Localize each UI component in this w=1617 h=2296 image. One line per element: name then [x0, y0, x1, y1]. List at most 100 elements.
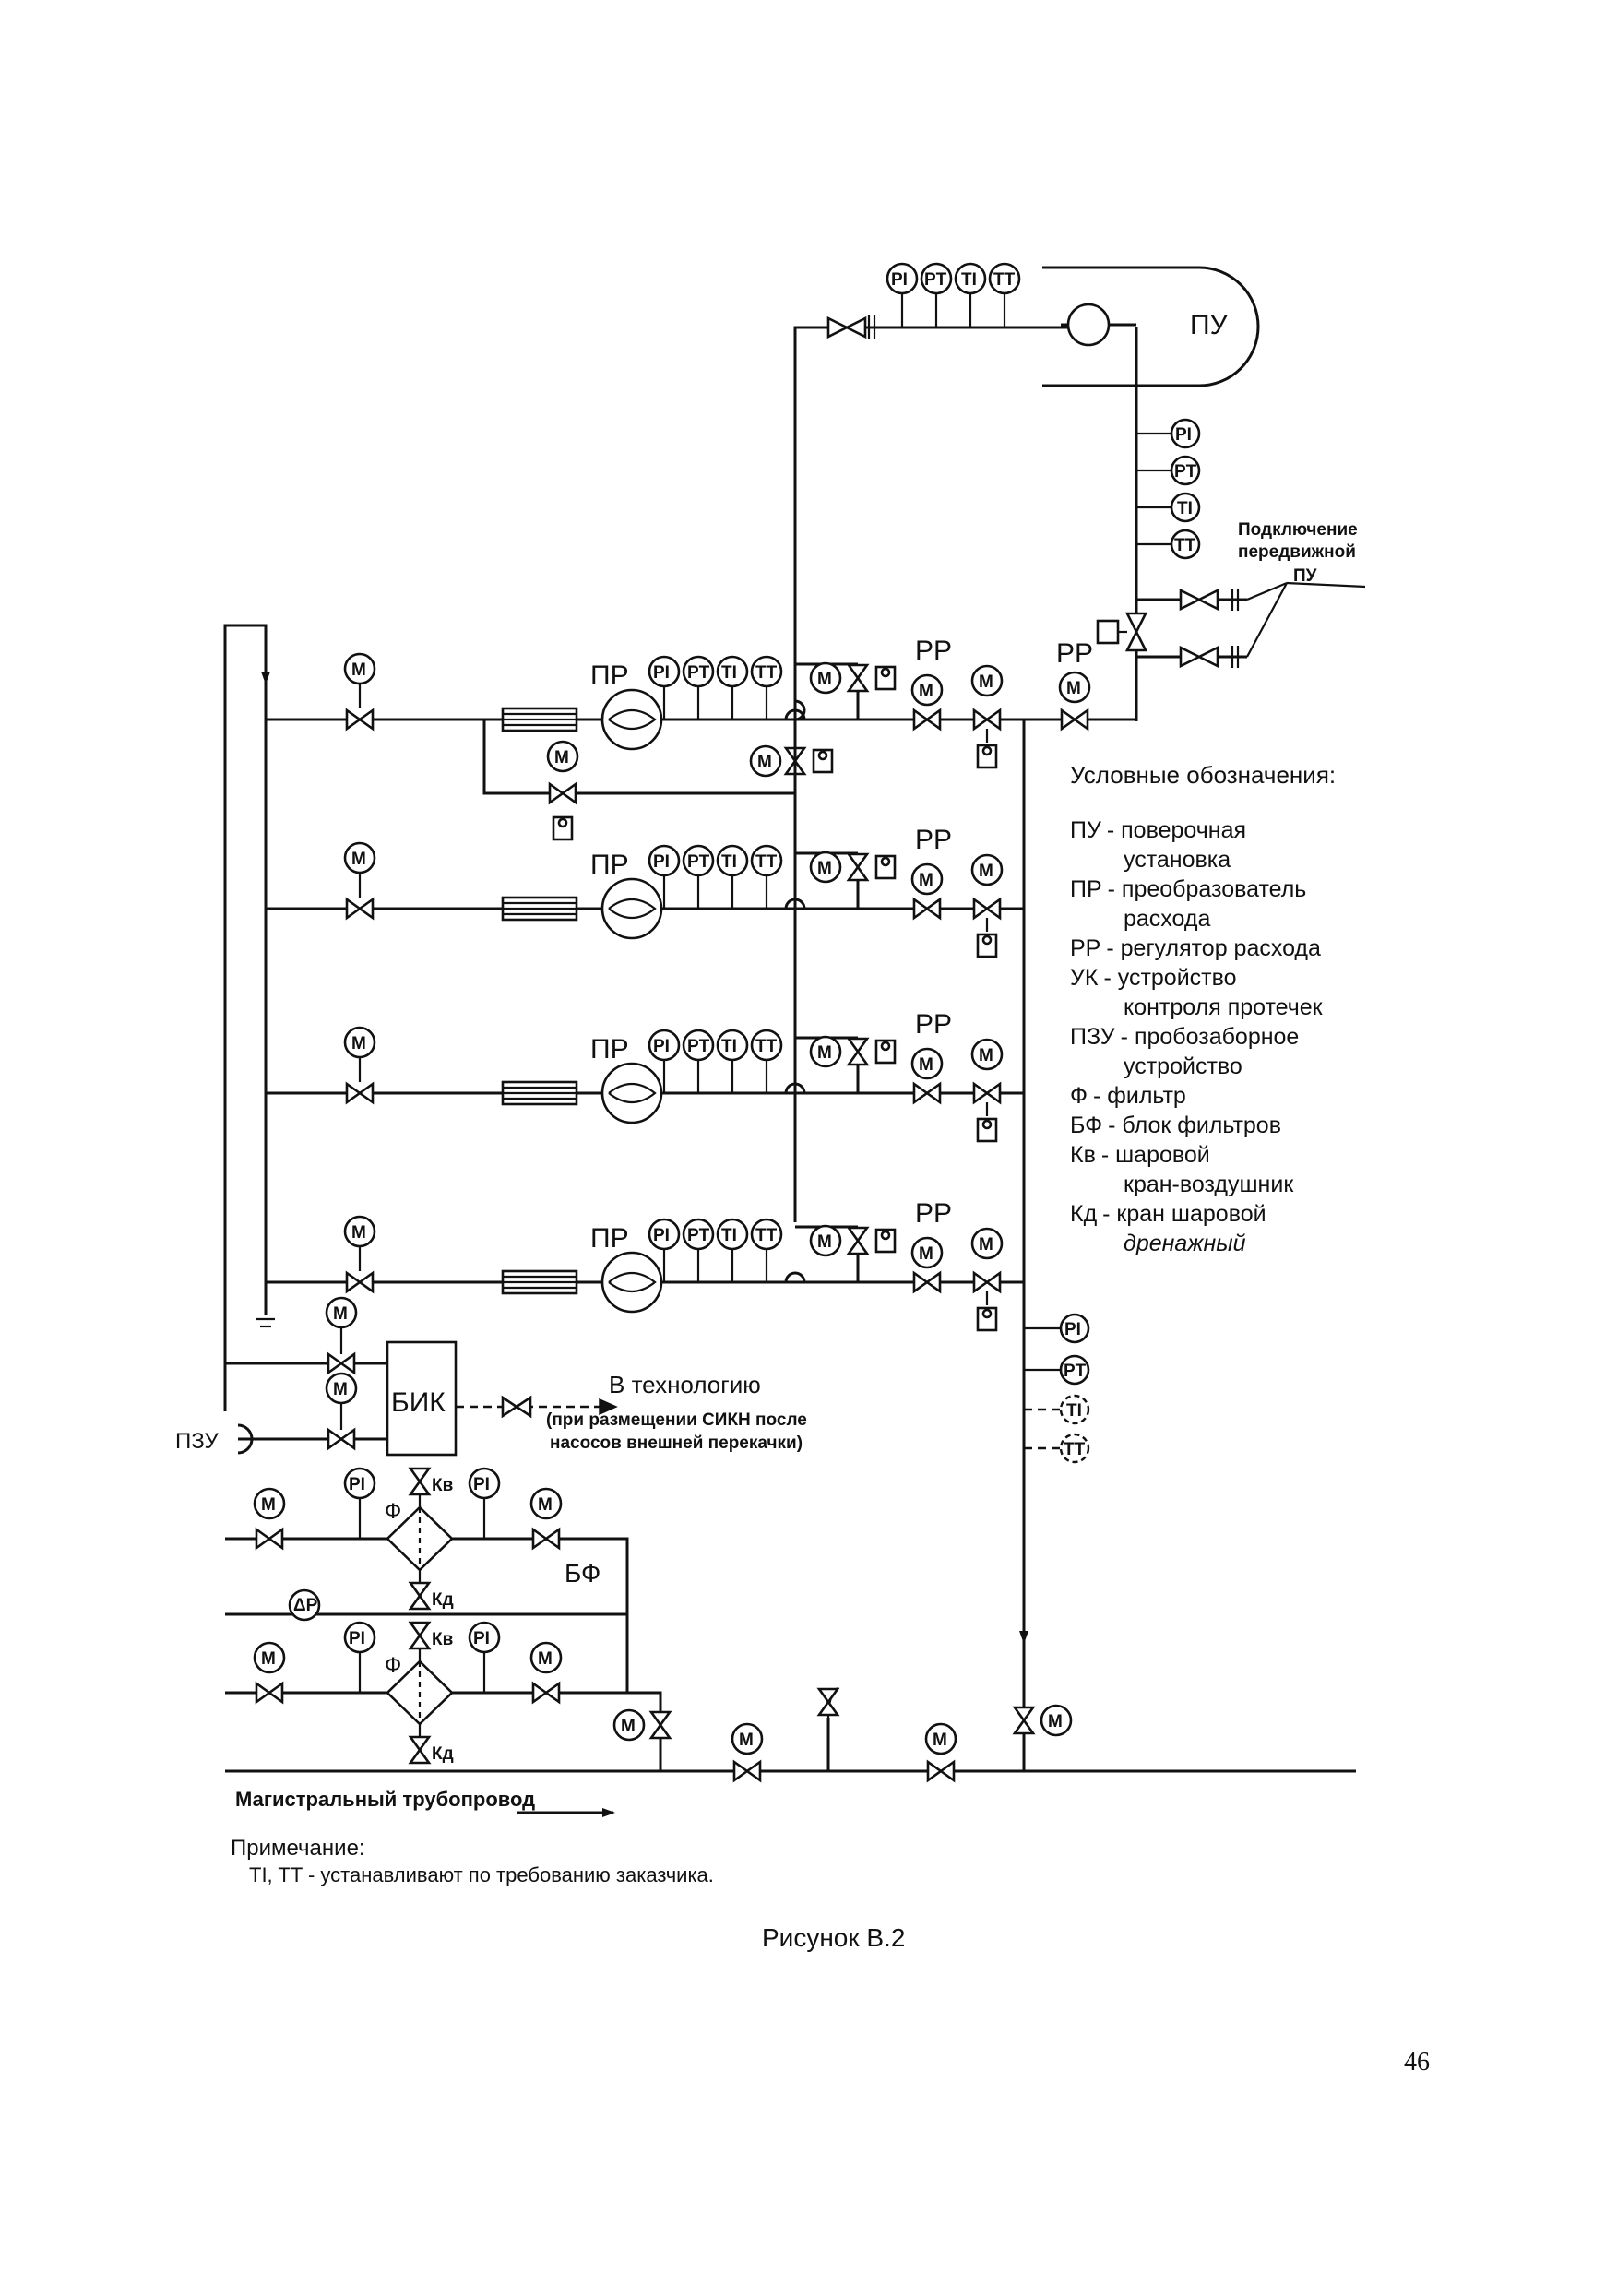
tt-label: TT [993, 270, 1016, 290]
prover-outlet-instruments: PI PT TI TT [1136, 418, 1201, 560]
pt-label: PT [687, 1226, 710, 1245]
pi-label: PI [653, 663, 670, 683]
motor-actuator-icon: M [325, 1296, 358, 1329]
to-process-note-1: (при размещении СИКН после [546, 1410, 807, 1430]
legend-definition: - пробозаборное [1120, 1024, 1300, 1050]
motor-actuator-icon: M [253, 1641, 286, 1674]
ti-label: TI [961, 270, 977, 290]
motor-actuator-icon: M [343, 1026, 376, 1059]
motor-label: M [538, 1495, 553, 1515]
pt-instrument-icon: PT [682, 655, 715, 688]
motor-label: M [919, 1055, 933, 1075]
pi-label: PI [653, 1037, 670, 1056]
motor-label: M [919, 1244, 933, 1264]
motor-label: M [757, 753, 772, 772]
pt-instrument-icon: PT [682, 1029, 715, 1062]
legend-abbr: БФ [1070, 1112, 1103, 1138]
motor-label: M [261, 1495, 276, 1515]
main-pipeline: Магистральный трубопровод [225, 1656, 1356, 1817]
legend-definition-cont: дренажный [1124, 1231, 1246, 1256]
ball-valve-icon [972, 708, 1002, 732]
ti-instrument-icon: TI [716, 844, 749, 877]
prover-unit: ПУ [1042, 266, 1260, 387]
motor-actuator-icon: M [749, 744, 782, 778]
pi-instrument-icon: PI [648, 1029, 681, 1062]
ball-valve-icon [912, 1081, 942, 1105]
pi-label: PI [653, 1226, 670, 1245]
ball-valve-icon [912, 1270, 942, 1294]
motor-actuator-icon: M [529, 1641, 563, 1674]
pi-label: PI [349, 1475, 365, 1494]
flow-regulator-label: РР [915, 636, 952, 666]
pi-label: PI [1064, 1320, 1081, 1339]
motor-actuator-icon: M [910, 1236, 944, 1269]
motor-label: M [1048, 1712, 1063, 1731]
tt-label: TT [1174, 536, 1196, 555]
flow-meter-label: ПР [590, 850, 629, 880]
legend-abbr: РР [1070, 935, 1101, 961]
ball-valve-icon [972, 1270, 1002, 1294]
mobile-prover-connection: Подключение передвижной ПУ [1136, 520, 1366, 669]
pt-instrument-icon: PT [682, 844, 715, 877]
air-vent-label: Кв [432, 1630, 453, 1649]
pt-label: PT [1064, 1362, 1087, 1381]
legend-title: Условные обозначения: [1070, 761, 1337, 789]
motor-label: M [351, 1223, 366, 1243]
pt-label: PT [687, 663, 710, 683]
pi-gauge-icon [886, 262, 919, 295]
pi-label: PI [349, 1629, 365, 1648]
motor-actuator-icon: M [970, 1038, 1004, 1071]
legend-definition: - фильтр [1093, 1083, 1186, 1109]
flow-meter-icon [600, 877, 663, 940]
tt-label: TT [1064, 1440, 1086, 1459]
tt-instrument-icon: TT [750, 655, 783, 688]
motor-label: M [621, 1717, 636, 1736]
ball-valve-icon [926, 1759, 956, 1783]
ti-label: TI [721, 663, 737, 683]
note-title: Примечание: [231, 1836, 365, 1861]
flow-regulator-label: РР [915, 1009, 952, 1040]
pi-label: PI [473, 1629, 490, 1648]
pt-transmitter-icon [920, 262, 953, 295]
pi-label: PI [891, 270, 908, 290]
motor-actuator-icon: M [924, 1722, 957, 1755]
ball-valve-icon [846, 852, 870, 882]
legend-definition: - шаровой [1100, 1142, 1210, 1168]
motor-label: M [979, 1046, 993, 1065]
to-process-label: В технологию [609, 1371, 761, 1398]
motor-actuator-icon: M [529, 1487, 563, 1520]
ball-valve-icon [408, 1581, 432, 1611]
legend-abbr: ПР [1070, 876, 1102, 902]
prover-ball-icon [1066, 303, 1111, 347]
main-pipeline-label: Магистральный трубопровод [235, 1788, 535, 1811]
ball-valve-icon [255, 1681, 284, 1705]
tt-instrument-icon: TT [750, 1218, 783, 1251]
prover-supply-pipe [793, 326, 1068, 720]
motor-actuator-icon: M [970, 664, 1004, 697]
tt-label: TT [755, 1226, 778, 1245]
legend-row: ПР- преобразователь [1070, 874, 1587, 904]
flow-meter-icon [600, 688, 663, 751]
flow-regulator-label: РР [915, 825, 952, 855]
ti-label: TI [721, 852, 737, 872]
legend-row: Кв- шаровой [1070, 1140, 1587, 1170]
motor-actuator-icon: M [325, 1372, 358, 1405]
motor-actuator-icon: M [343, 1215, 376, 1248]
motor-label: M [979, 862, 993, 881]
tt-label: TT [755, 663, 778, 683]
pt-label: PT [687, 1037, 710, 1056]
motor-label: M [739, 1731, 754, 1750]
pi-instrument-icon: PI [648, 1218, 681, 1251]
motor-label: M [351, 850, 366, 869]
motor-label: M [979, 1235, 993, 1255]
leak-control-icon [552, 815, 574, 841]
pi-instrument-icon: PI [468, 1621, 501, 1654]
ball-valve-icon [912, 708, 942, 732]
prover-line-regulator: РРM [1056, 638, 1093, 732]
ball-valve-icon [408, 1467, 432, 1496]
